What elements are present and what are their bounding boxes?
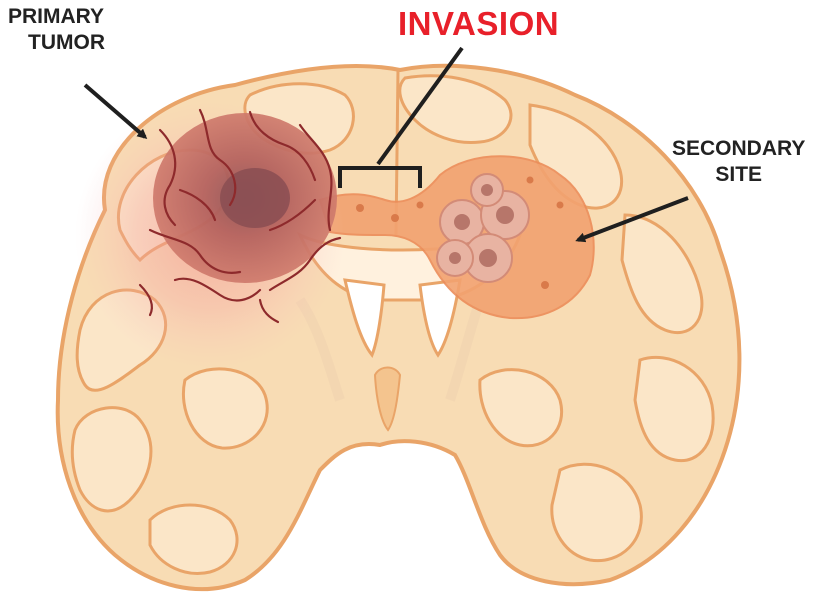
invading-cell	[541, 281, 549, 289]
label-primary-line1: PRIMARY	[8, 4, 105, 30]
arrow-primary	[85, 85, 145, 137]
invading-cell	[356, 204, 364, 212]
invading-cell	[557, 202, 564, 209]
label-primary-line2: TUMOR	[8, 30, 105, 56]
label-secondary-line1: SECONDARY	[672, 136, 805, 162]
secondary-tumor-nucleus	[454, 214, 470, 230]
secondary-tumor-nucleus	[496, 206, 514, 224]
secondary-tumor-nucleus	[481, 184, 493, 196]
label-secondary-line2: SITE	[672, 162, 805, 188]
secondary-tumor-nucleus	[479, 249, 497, 267]
invading-cell	[391, 214, 399, 222]
label-secondary-site: SECONDARY SITE	[672, 136, 805, 187]
primary-tumor	[75, 100, 345, 370]
label-primary-tumor: PRIMARY TUMOR	[8, 4, 105, 55]
invading-cell	[417, 202, 424, 209]
secondary-tumor-nucleus	[449, 252, 461, 264]
invading-cell	[527, 177, 534, 184]
label-invasion: INVASION	[398, 4, 559, 44]
tumor-core	[220, 168, 290, 228]
